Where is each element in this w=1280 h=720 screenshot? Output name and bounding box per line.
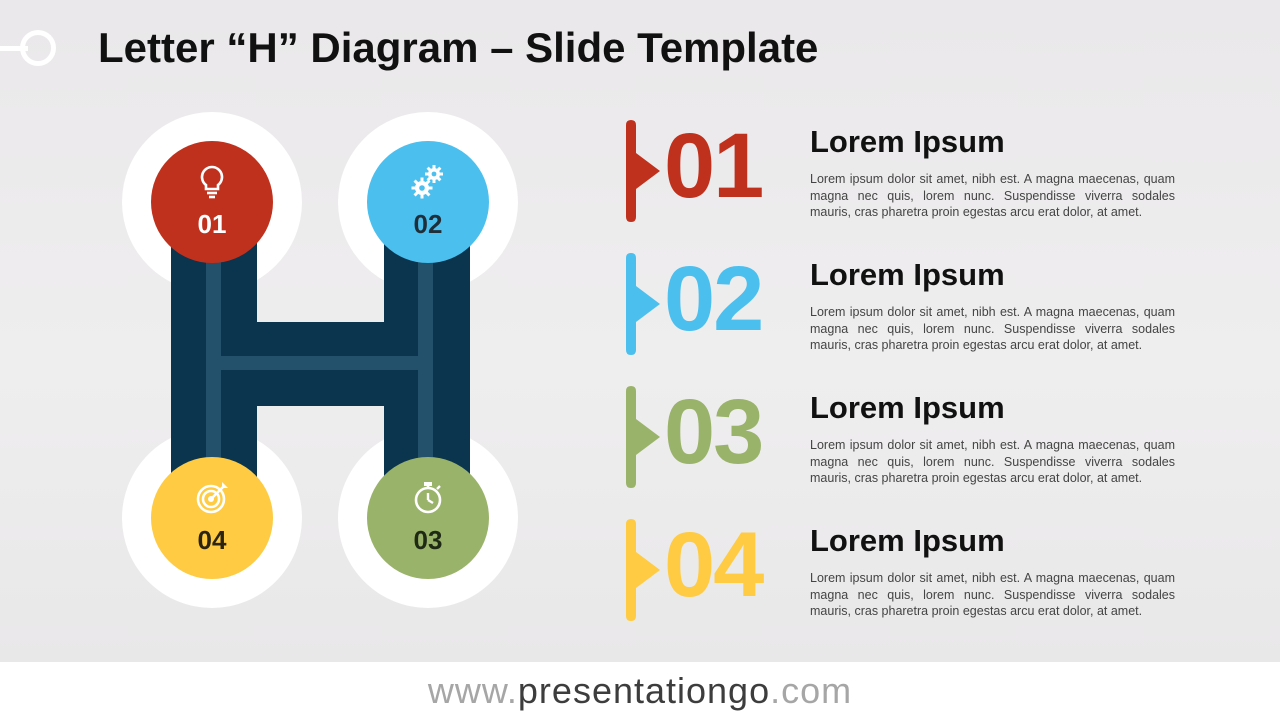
item-description: Lorem ipsum dolor sit amet, nibh est. A … xyxy=(810,571,1175,619)
node-04: 04 xyxy=(151,457,273,579)
node-number: 04 xyxy=(197,525,227,555)
node-number: 01 xyxy=(197,209,227,239)
pin-decoration-icon xyxy=(20,30,56,66)
h-cross-groove xyxy=(221,356,418,370)
marker-icon xyxy=(626,120,660,222)
pin-decoration-line xyxy=(0,46,28,51)
target-icon xyxy=(196,482,228,514)
list-item-02: 02 Lorem Ipsum Lorem ipsum dolor sit ame… xyxy=(620,248,1180,362)
marker-icon xyxy=(626,253,660,355)
lightbulb-icon xyxy=(200,165,224,199)
footer-com: .com xyxy=(770,670,853,711)
list-item-03: 03 Lorem Ipsum Lorem ipsum dolor sit ame… xyxy=(620,381,1180,495)
node-01: 01 xyxy=(151,141,273,263)
item-number: 02 xyxy=(664,248,764,350)
stopwatch-icon xyxy=(414,482,442,514)
item-title: Lorem Ipsum xyxy=(810,523,1005,558)
slide-canvas: Letter “H” Diagram – Slide Template 01 xyxy=(0,0,1280,662)
node-number: 03 xyxy=(413,525,443,555)
item-title: Lorem Ipsum xyxy=(810,390,1005,425)
item-number: 04 xyxy=(664,514,764,616)
item-number: 03 xyxy=(664,381,764,483)
list-item-04: 04 Lorem Ipsum Lorem ipsum dolor sit ame… xyxy=(620,514,1180,628)
item-description: Lorem ipsum dolor sit amet, nibh est. A … xyxy=(810,172,1175,220)
item-number: 01 xyxy=(664,115,764,217)
footer-www: www. xyxy=(427,670,518,711)
footer-watermark: www.presentationgo.com xyxy=(0,662,1280,720)
marker-icon xyxy=(626,386,660,488)
item-description: Lorem ipsum dolor sit amet, nibh est. A … xyxy=(810,438,1175,486)
node-03: 03 xyxy=(367,457,489,579)
h-right-groove xyxy=(418,250,433,470)
list-item-01: 01 Lorem Ipsum Lorem ipsum dolor sit ame… xyxy=(620,115,1180,229)
slide-title: Letter “H” Diagram – Slide Template xyxy=(98,24,819,71)
gears-icon xyxy=(411,165,443,199)
node-number: 02 xyxy=(413,209,443,239)
item-description: Lorem ipsum dolor sit amet, nibh est. A … xyxy=(810,305,1175,353)
item-title: Lorem Ipsum xyxy=(810,257,1005,292)
node-02: 02 xyxy=(367,141,489,263)
marker-icon xyxy=(626,519,660,621)
item-title: Lorem Ipsum xyxy=(810,124,1005,159)
h-left-groove xyxy=(206,250,221,470)
footer-brand: presentationgo xyxy=(517,670,771,711)
